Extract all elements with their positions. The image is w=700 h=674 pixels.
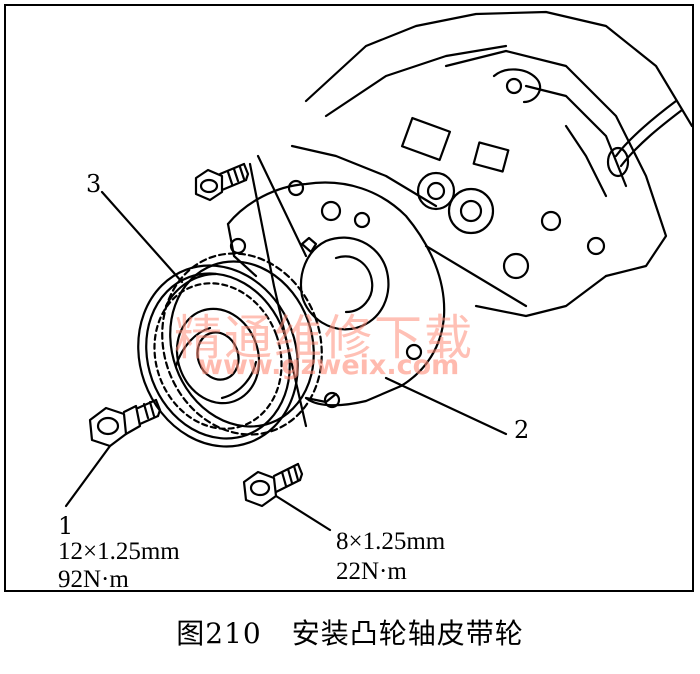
bolt1-torque-spec: 92N·m [58, 566, 129, 592]
lower-cover-bolt [242, 462, 332, 532]
camshaft-pulley [137, 252, 323, 448]
watermark-url: www.gzweix.com [198, 350, 460, 381]
figure-title: 安装凸轮轴皮带轮 [291, 617, 524, 650]
figure-number: 图210 [176, 617, 262, 650]
pulley-center-bolt [64, 398, 162, 508]
bolt1-size-spec: 12×1.25mm [58, 538, 180, 565]
figure-caption: 图210 安装凸轮轴皮带轮 [0, 612, 700, 652]
bolt2-size-spec: 8×1.25mm [336, 528, 446, 555]
figure-frame: 3 2 1 12×1.25mm 92N·m 8×1.25mm 22N·m 精通维… [4, 4, 694, 592]
upper-cover-bolt [194, 162, 250, 202]
callout-label-2: 2 [514, 416, 530, 444]
engine-head-outline [290, 10, 692, 318]
bolt2-torque-spec: 22N·m [336, 558, 407, 585]
callout-label-1: 1 [58, 512, 74, 540]
callout-label-3: 3 [86, 170, 102, 198]
watermark-text: 精通维修下载 [174, 310, 475, 366]
exploded-view-drawing [64, 10, 692, 532]
timing-cover-plate [226, 179, 446, 409]
